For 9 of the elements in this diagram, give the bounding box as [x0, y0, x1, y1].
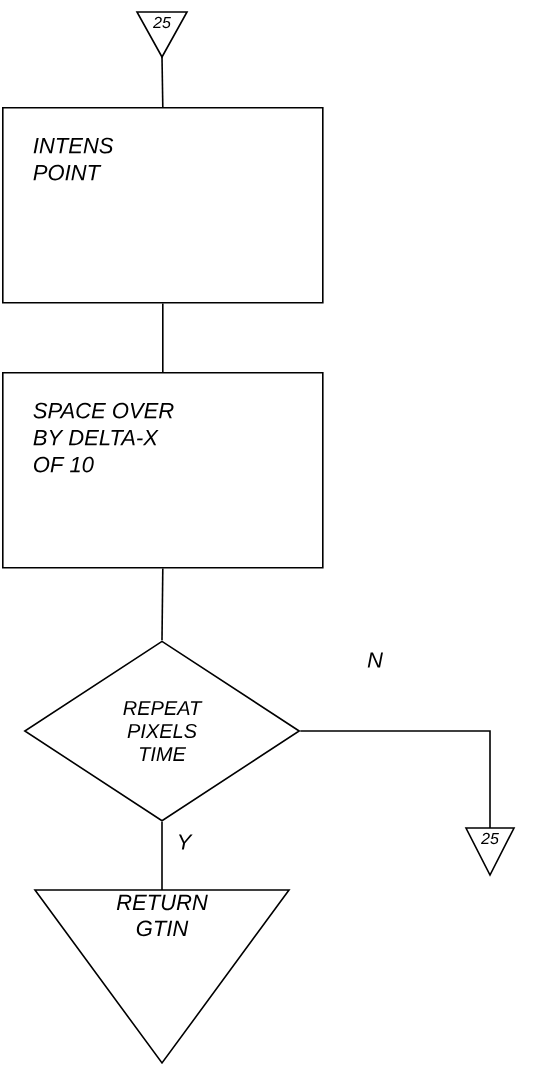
connector-line	[162, 302, 164, 373]
connector-line	[161, 821, 163, 891]
edge-label: N	[366, 651, 384, 669]
connector-line	[299, 730, 491, 829]
connector-line	[161, 567, 164, 641]
process-box: SPACE OVER BY DELTA-X OF 10	[2, 372, 324, 569]
process-box: INTENS POINT	[2, 107, 324, 304]
connector-line	[161, 56, 164, 108]
edge-label: Y	[175, 833, 193, 851]
